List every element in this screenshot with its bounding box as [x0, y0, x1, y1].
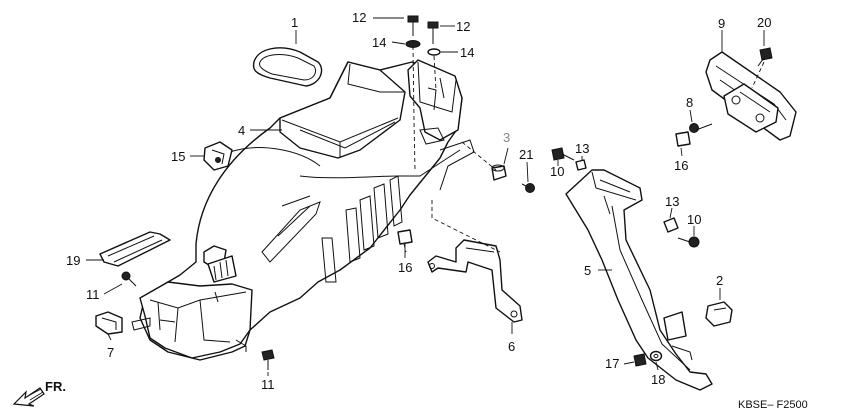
callout-12: 12 [456, 19, 470, 34]
callout-18: 18 [651, 372, 665, 387]
bolt-part-10-right [677, 236, 700, 248]
callout-8: 8 [686, 95, 693, 110]
stay-bracket-part-6 [427, 239, 523, 323]
callout-20: 20 [757, 15, 771, 30]
nut-part-13-right [663, 217, 679, 233]
bolt-part-11-upper [121, 271, 137, 287]
callout-14: 14 [372, 35, 386, 50]
callout-3: 3 [503, 130, 510, 145]
bolts-part-12 [407, 15, 439, 44]
callout-9: 9 [718, 16, 725, 31]
bolt-part-8 [689, 123, 713, 133]
clip-part-15 [203, 141, 233, 171]
callout-11: 11 [86, 287, 100, 302]
callout-16: 16 [674, 158, 688, 173]
diagram-code: KBSE– F2500 [738, 399, 808, 411]
rear-splash-guard-part-5 [565, 169, 713, 391]
callout-13: 13 [575, 141, 589, 156]
nut-part-13-left [575, 159, 587, 171]
callout-10: 10 [687, 212, 701, 227]
bolt-part-21 [521, 183, 535, 193]
callout-12: 12 [352, 10, 366, 25]
bolt-part-11-lower [261, 349, 275, 370]
callout-labels: 1 12 12 14 14 9 20 4 8 3 21 13 15 10 16 … [66, 10, 771, 392]
nut-part-16-center [397, 229, 413, 245]
callout-21: 21 [519, 147, 533, 162]
nut-part-16-upper [675, 131, 691, 147]
washer-part-18 [649, 350, 663, 362]
bolt-part-10-left [551, 147, 575, 161]
callout-15: 15 [171, 149, 185, 164]
seat-strap-part-1 [252, 47, 323, 87]
callout-leaders [86, 17, 765, 376]
callout-10: 10 [550, 164, 564, 179]
callout-5: 5 [584, 263, 591, 278]
clip-part-7 [95, 311, 123, 335]
callout-4: 4 [238, 123, 245, 138]
callout-16: 16 [398, 260, 412, 275]
callout-19: 19 [66, 253, 80, 268]
callout-6: 6 [508, 339, 515, 354]
rear-fender-part-4 [131, 59, 463, 361]
callout-11: 11 [261, 377, 275, 392]
washers-part-14 [405, 40, 441, 56]
assembly-lines [403, 45, 765, 253]
callout-1: 1 [291, 15, 298, 30]
front-direction-indicator: FR. [12, 379, 66, 407]
callout-14: 14 [460, 45, 474, 60]
callout-2: 2 [716, 273, 723, 288]
callout-17: 17 [605, 356, 619, 371]
screw-part-20 [757, 47, 773, 67]
front-direction-arrow-icon [12, 387, 45, 407]
nut-part-2 [705, 301, 733, 327]
callout-13: 13 [665, 194, 679, 209]
callout-7: 7 [107, 345, 114, 360]
license-plate-bracket-part-9 [705, 51, 797, 141]
collar-part-3 [491, 164, 507, 181]
front-direction-label: FR. [45, 379, 66, 394]
strap-pad-part-19 [99, 231, 171, 267]
nut-part-17 [633, 353, 647, 367]
